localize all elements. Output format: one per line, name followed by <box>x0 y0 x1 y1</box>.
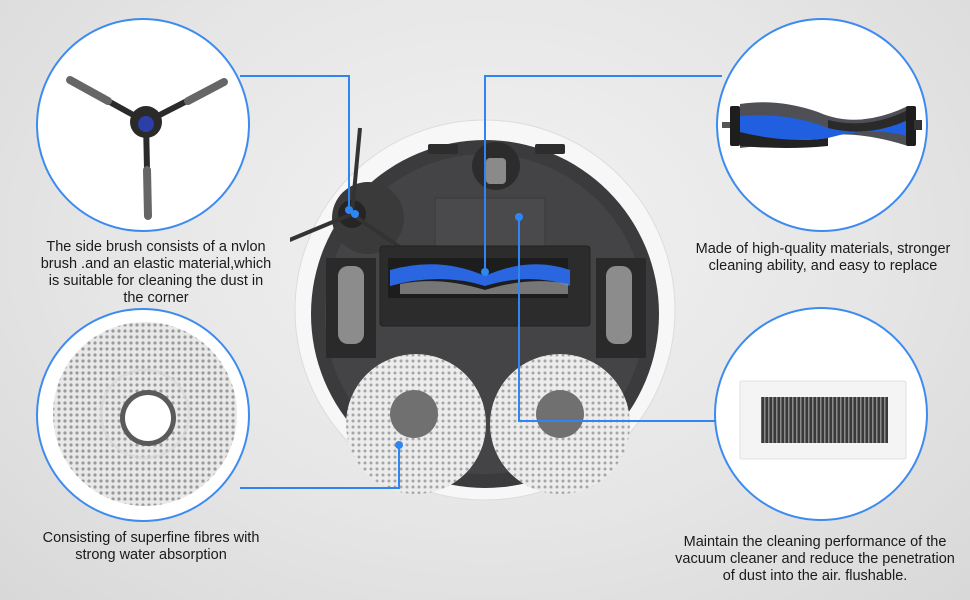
caption-line: is suitable for cleaning the dust in <box>48 273 264 289</box>
main-brush-image-circle <box>716 18 928 232</box>
callout-dot-mop <box>395 441 403 449</box>
callout-line-side-brush-h <box>240 75 350 77</box>
filter-caption: Maintain the cleaning performance of the… <box>660 534 970 585</box>
callout-dot-side-brush-2 <box>351 210 359 218</box>
caption-line: Consisting of superfine fibres with <box>42 530 260 546</box>
caption-line: The side brush consists of a nvlon <box>46 239 266 255</box>
side-brush-caption: The side brush consists of a nvlon brush… <box>22 239 290 307</box>
caption-line: Made of high-quality materials, stronger <box>695 241 951 257</box>
robot-vacuum-underside <box>279 118 680 508</box>
caption-line: strong water absorption <box>75 547 227 563</box>
callout-line-filter-h <box>518 420 716 422</box>
callout-line-main-brush-v <box>484 75 486 271</box>
main-brush-roller-icon <box>722 102 922 148</box>
callout-line-mop-h <box>240 487 400 489</box>
callout-dot-side-brush <box>345 206 353 214</box>
caption-line: Maintain the cleaning performance of the <box>683 534 947 550</box>
filter-image-circle <box>714 307 928 521</box>
main-brush-caption: Made of high-quality materials, stronger… <box>682 241 964 275</box>
mop-pad-image-circle <box>36 308 250 522</box>
mop-pad-icon <box>53 322 237 506</box>
side-brush-icon <box>66 76 228 220</box>
caption-line: vacuum cleaner and reduce the penetratio… <box>675 551 955 567</box>
callout-dot-main-brush <box>481 268 489 276</box>
callout-line-mop-v <box>398 444 400 488</box>
callout-line-main-brush-h <box>484 75 722 77</box>
robot-vacuum-icon <box>279 119 676 501</box>
caption-line: the corner <box>123 290 189 306</box>
mop-pad-caption: Consisting of superfine fibres with stro… <box>22 530 280 564</box>
filter-icon <box>739 380 907 460</box>
callout-line-side-brush-v <box>348 75 350 210</box>
callout-dot-filter <box>515 213 523 221</box>
callout-line-filter-v <box>518 216 520 422</box>
side-brush-image-circle <box>36 18 250 232</box>
caption-line: cleaning ability, and easy to replace <box>708 258 938 274</box>
caption-line: of dust into the air. flushable. <box>722 568 908 584</box>
caption-line: brush .and an elastic material,which <box>40 256 272 272</box>
